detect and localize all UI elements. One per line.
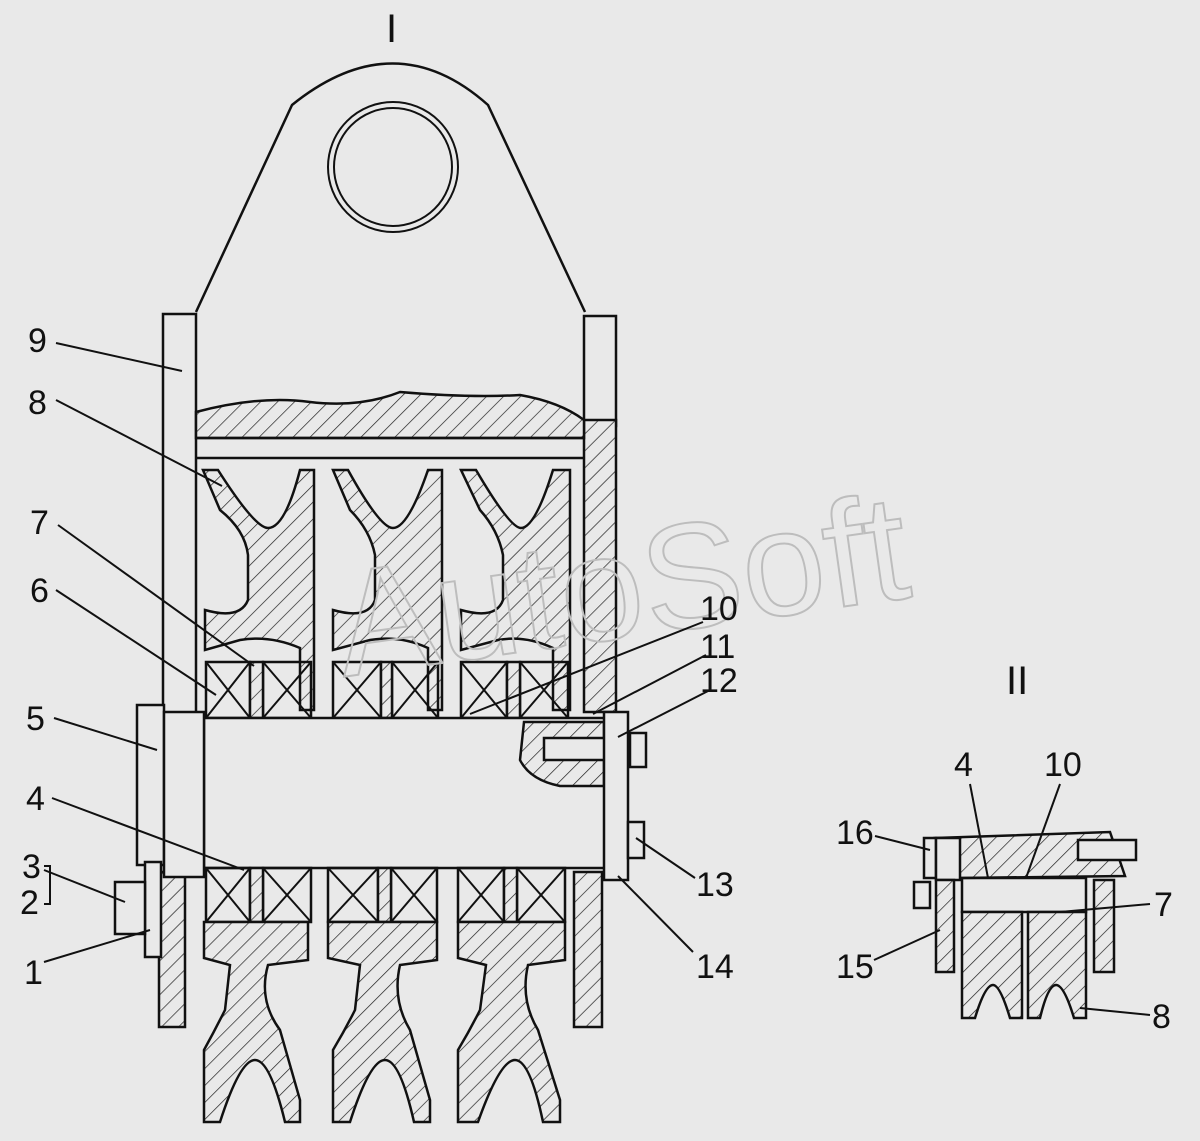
cheek-left-lower [157, 870, 187, 1029]
lower-bearings [204, 866, 567, 924]
callout-5: 5 [26, 700, 45, 738]
detail-bearing-row [960, 876, 1088, 914]
bracket-icon [44, 865, 51, 905]
detail-view [912, 830, 1138, 1020]
mounting-hole [327, 101, 459, 233]
view-title-detail: II [1006, 659, 1028, 703]
pulley-lower-3 [456, 920, 567, 1124]
mounting-hole-inner [333, 107, 453, 227]
detail-end-cap [922, 836, 938, 880]
detail-callout-15: 15 [836, 948, 874, 986]
callout-2: 2 [20, 884, 39, 922]
detail-left-nut [912, 880, 932, 910]
detail-callout-16: 16 [836, 814, 874, 852]
cheek-left [161, 312, 198, 721]
pulley-lower-1 [202, 920, 310, 1124]
detail-bolt [1076, 838, 1138, 862]
end-washer-left [162, 710, 206, 879]
leader-lines [43, 342, 1151, 1016]
pulley-lower-2 [326, 920, 439, 1124]
detail-plate-left [934, 878, 956, 974]
callout-6: 6 [30, 572, 49, 610]
watermark: AutoSoft [325, 462, 918, 708]
detail-callout-8: 8 [1152, 998, 1171, 1036]
plate-bolt [626, 820, 646, 860]
callout-7: 7 [30, 504, 49, 542]
detail-pulley-2 [1026, 910, 1088, 1020]
detail-callout-7: 7 [1154, 886, 1173, 924]
detail-callout-10: 10 [1044, 746, 1082, 784]
callout-9: 9 [28, 322, 47, 360]
callout-12: 12 [700, 662, 738, 700]
end-plate-right [602, 710, 630, 882]
axle-bolt-head [628, 731, 648, 769]
callout-14: 14 [696, 948, 734, 986]
detail-callout-4: 4 [954, 746, 973, 784]
callout-10: 10 [700, 590, 738, 628]
end-cap-left [135, 703, 166, 867]
main-view [113, 62, 648, 1124]
bracket-plate [194, 62, 587, 313]
pulley-upper-1 [201, 468, 316, 712]
detail-pulley-1 [960, 910, 1024, 1020]
cheek-right-upper [582, 314, 618, 428]
view-title-main: I [386, 7, 397, 51]
pulley-upper-3 [459, 468, 572, 712]
callout-13: 13 [696, 866, 734, 904]
lock-plate [143, 860, 163, 959]
detail-plate-right [1092, 878, 1116, 974]
callout-4: 4 [26, 780, 45, 818]
callout-3: 3 [22, 848, 41, 886]
top-cover-section [194, 390, 586, 440]
bolt-left [113, 880, 147, 936]
pulley-upper-2 [331, 468, 444, 712]
callout-8: 8 [28, 384, 47, 422]
detail-washer [934, 836, 962, 882]
callout-1: 1 [24, 954, 43, 992]
cheek-right-lower [572, 870, 604, 1029]
callout-11: 11 [700, 628, 735, 666]
